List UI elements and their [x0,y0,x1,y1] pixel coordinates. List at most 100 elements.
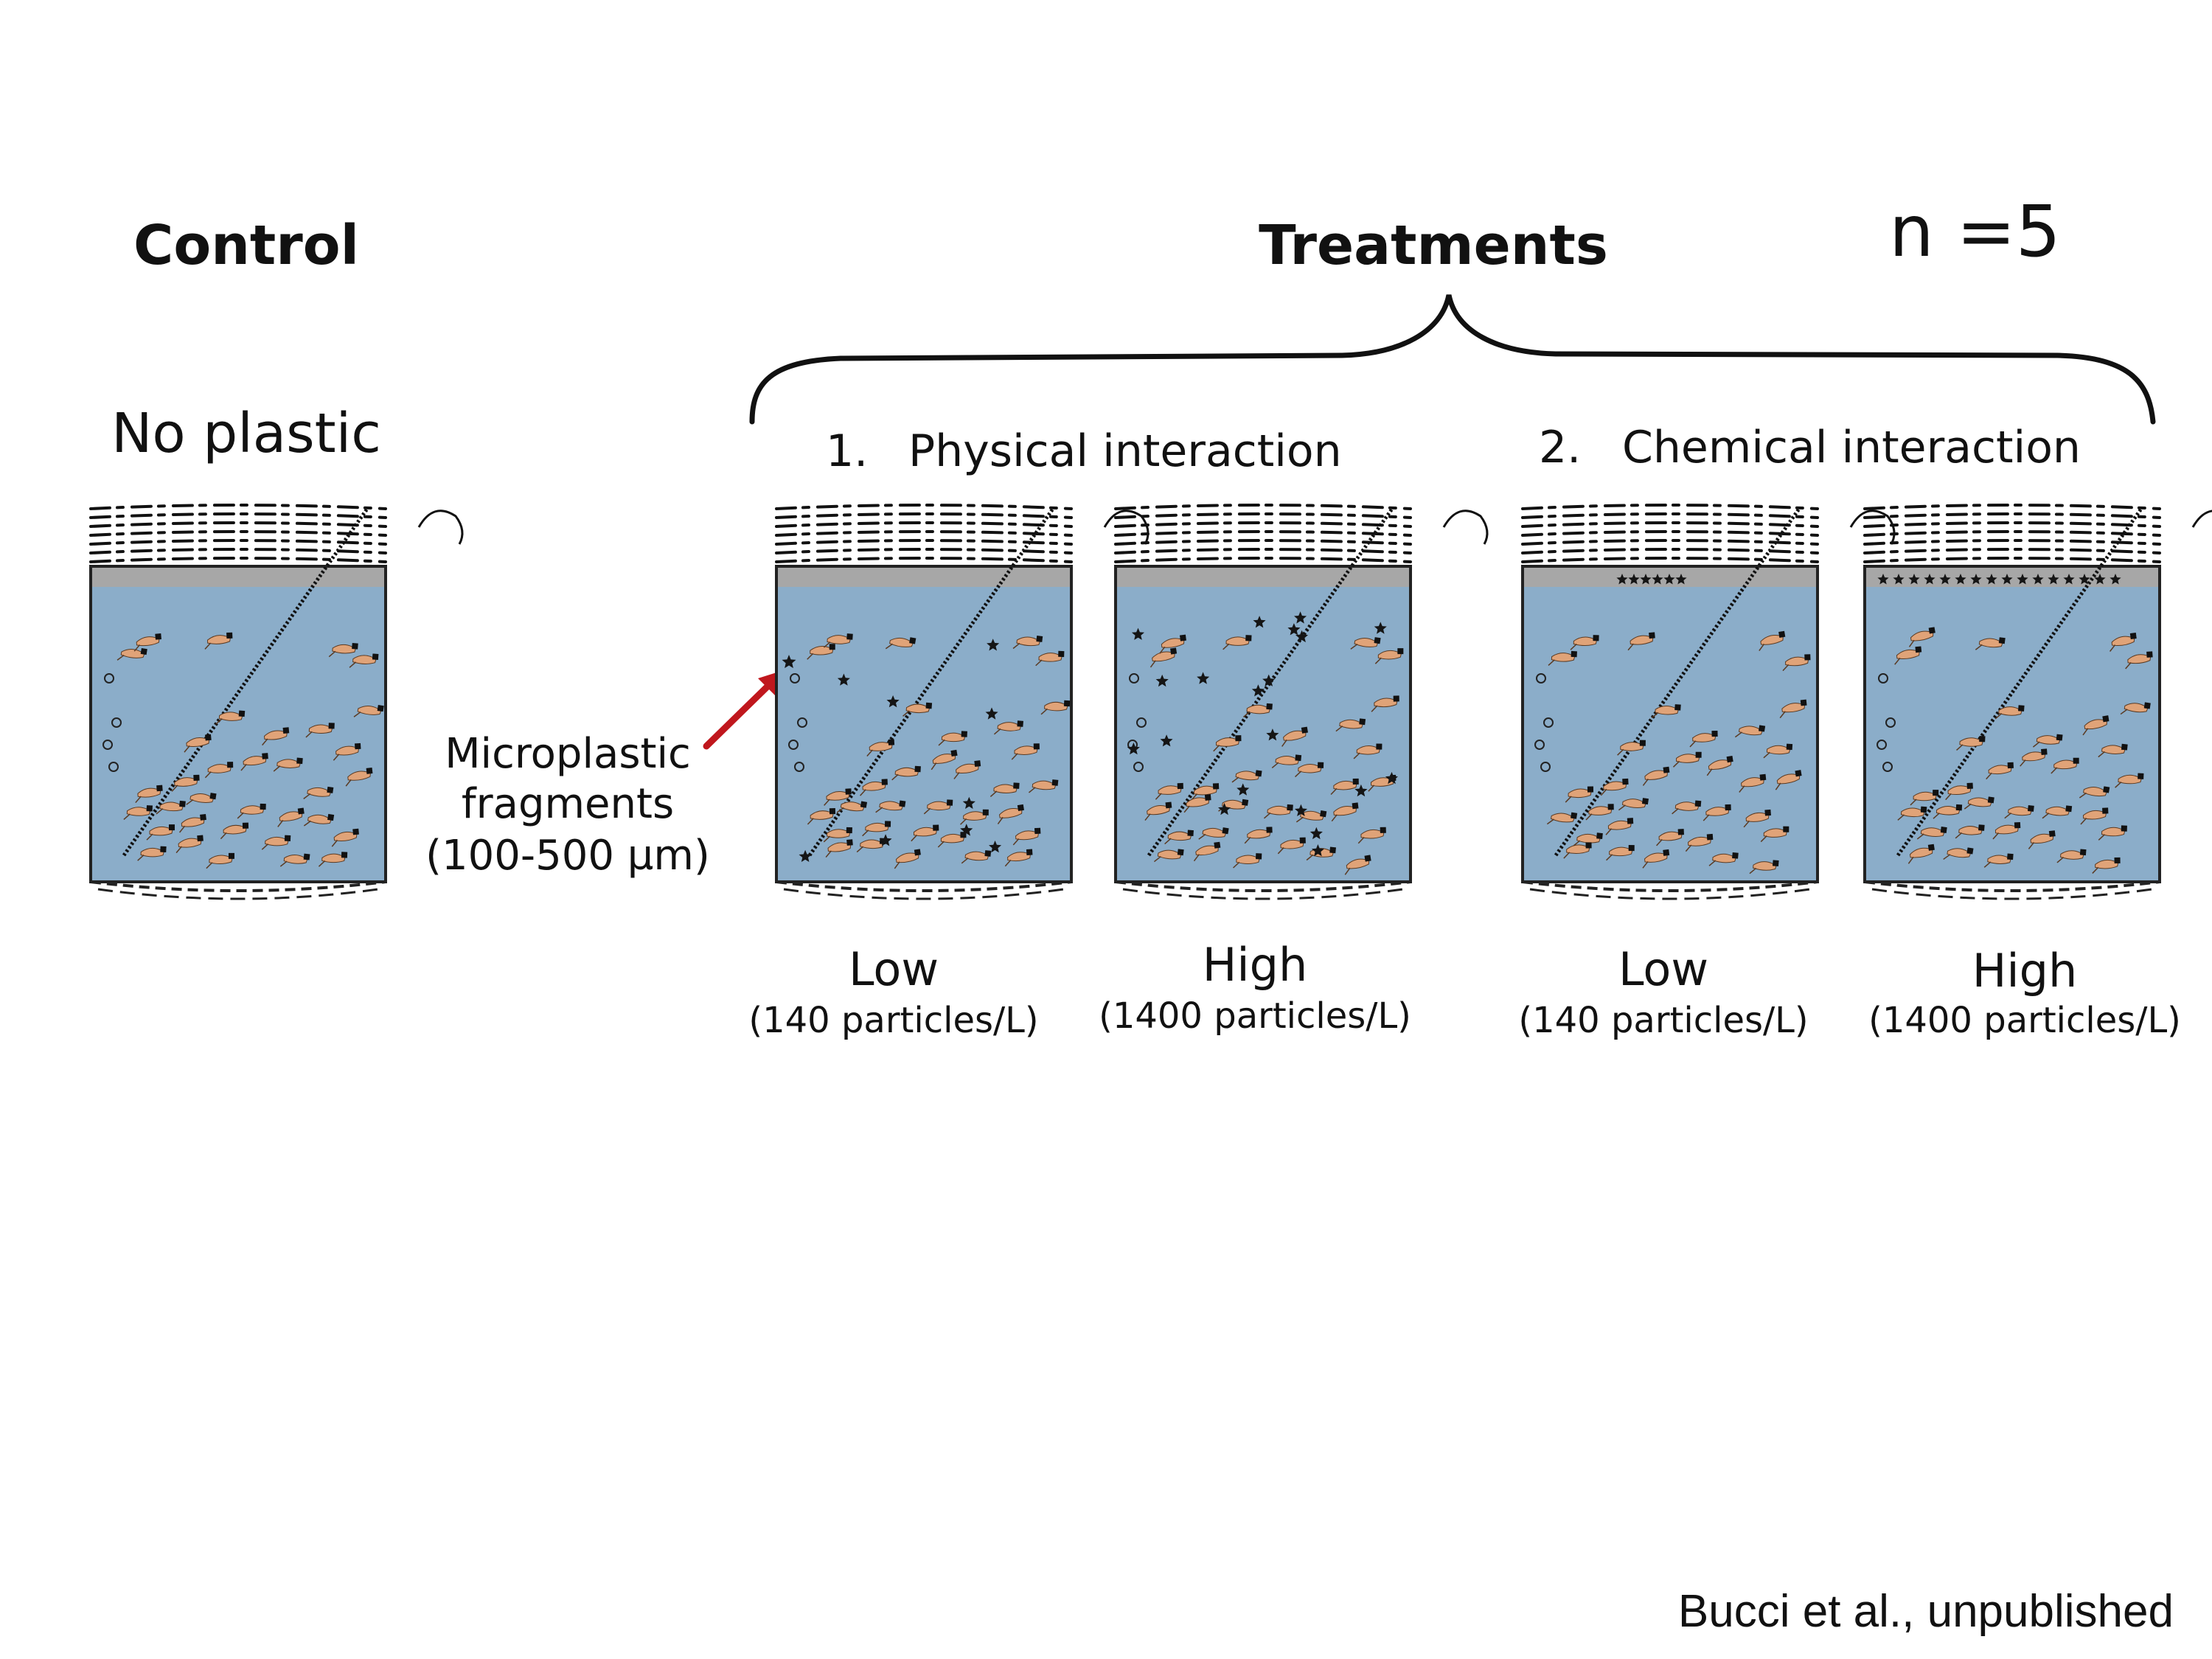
amphipod [204,632,233,650]
amphipod [353,705,384,717]
amphipod [1992,822,2021,840]
amphipod [171,774,200,792]
amphipod [836,801,868,813]
jar-chemical-high [1863,504,2212,900]
amphipod [1281,726,1309,747]
annotation-line-2: fragments [461,780,675,828]
amphipod [1708,852,1739,866]
amphipod [1028,779,1059,793]
amphipod [333,742,361,761]
amphipod [1956,736,1986,751]
microplastic-particle [962,796,975,809]
amphipod [1656,829,1684,846]
microplastic-particle [2094,574,2106,585]
microplastic-particle [1385,771,1398,785]
jar-lid [775,504,1073,563]
group-name-physical: Physical interaction [908,425,1342,477]
amphipod [1983,853,2014,868]
amphipod [961,850,992,864]
air-bubble [1540,762,1551,772]
amphipod [1706,756,1733,776]
microplastic-particle [1237,783,1250,796]
treatments-brace [749,294,2156,425]
air-bubble [1129,673,1139,684]
amphipod [1144,801,1172,821]
jar-headspace [1116,568,1411,587]
jar-lid [1521,504,1819,563]
amphipod [1907,844,1935,864]
tube-hook [2191,509,2212,528]
jar-headspace [776,568,1071,587]
jars-layer [89,504,2212,900]
microplastic-particle [886,695,900,708]
microplastic-particle [879,834,892,846]
amphipod [2028,830,2056,849]
amphipod [116,648,147,661]
amphipod [1563,842,1592,859]
microplastic-particle [960,824,973,836]
amphipod [1191,783,1220,801]
air-bubble [788,740,799,750]
amphipod [1908,627,1935,647]
group-number-chemical: 2. [1539,422,1582,473]
jar-conc-low-physical: (140 particles/L) [748,1000,1039,1041]
microplastic-particle [1262,674,1276,686]
microplastic-particle [1266,728,1279,741]
amphipod [215,710,246,725]
amphipod [262,727,290,746]
microplastic-particle [1652,574,1663,585]
amphipod [2120,702,2151,715]
microplastic-particle [989,841,1002,853]
jar-conc-high-chemical: (1400 particles/L) [1868,1000,2181,1041]
amphipod [2079,786,2110,799]
annotation-line-3: (100-500 µm) [425,832,710,880]
amphipod [1642,766,1670,786]
microplastic-particle [2063,574,2075,585]
microplastic-particle [1955,574,1966,585]
microplastic-particle [2110,574,2121,585]
amphipod [2109,633,2137,652]
jar-outline [89,565,387,883]
jar-physical-low [775,504,1150,900]
microplastic-particle [1131,627,1144,640]
jar-conc-high-physical: (1400 particles/L) [1099,995,1411,1037]
amphipod [135,785,163,804]
microplastic-particle [1197,672,1210,684]
amphipod [1153,849,1184,863]
jar-water [1865,587,2160,882]
amphipod [1775,770,1802,790]
jar-outline [1114,565,1412,883]
amphipod [1618,798,1649,811]
amphipod [1642,849,1670,869]
amphipod [1734,725,1766,738]
amphipod [938,731,967,746]
jar-lid [1114,504,1412,563]
control-label: No plastic [111,402,381,465]
air-bubble [790,673,800,684]
amphipod [1233,853,1262,869]
amphipod [1672,800,1702,815]
amphipod [186,793,217,805]
tube-hook [417,509,464,545]
amphipod [2098,743,2128,758]
amphipod [206,852,234,869]
jar-level-high-chemical: High [1972,944,2078,998]
amphipod [862,821,891,837]
amphipod [1183,794,1211,813]
amphipod [1749,860,1779,874]
amphipod [1353,743,1382,759]
amphipod [1975,637,2006,650]
microplastic-particle [1160,734,1173,747]
jar-chemical-low [1521,504,1896,900]
amphipod [2115,773,2144,788]
amphipod [1159,634,1186,654]
amphipod [137,846,167,861]
amphipod [2056,849,2087,863]
air-bubble [111,717,122,728]
amphipod [305,723,335,738]
amphipod [123,805,153,821]
amphipod [824,788,852,806]
amphipod [1779,699,1807,719]
amphipod [1943,847,1974,860]
amphipod [1627,632,1655,651]
